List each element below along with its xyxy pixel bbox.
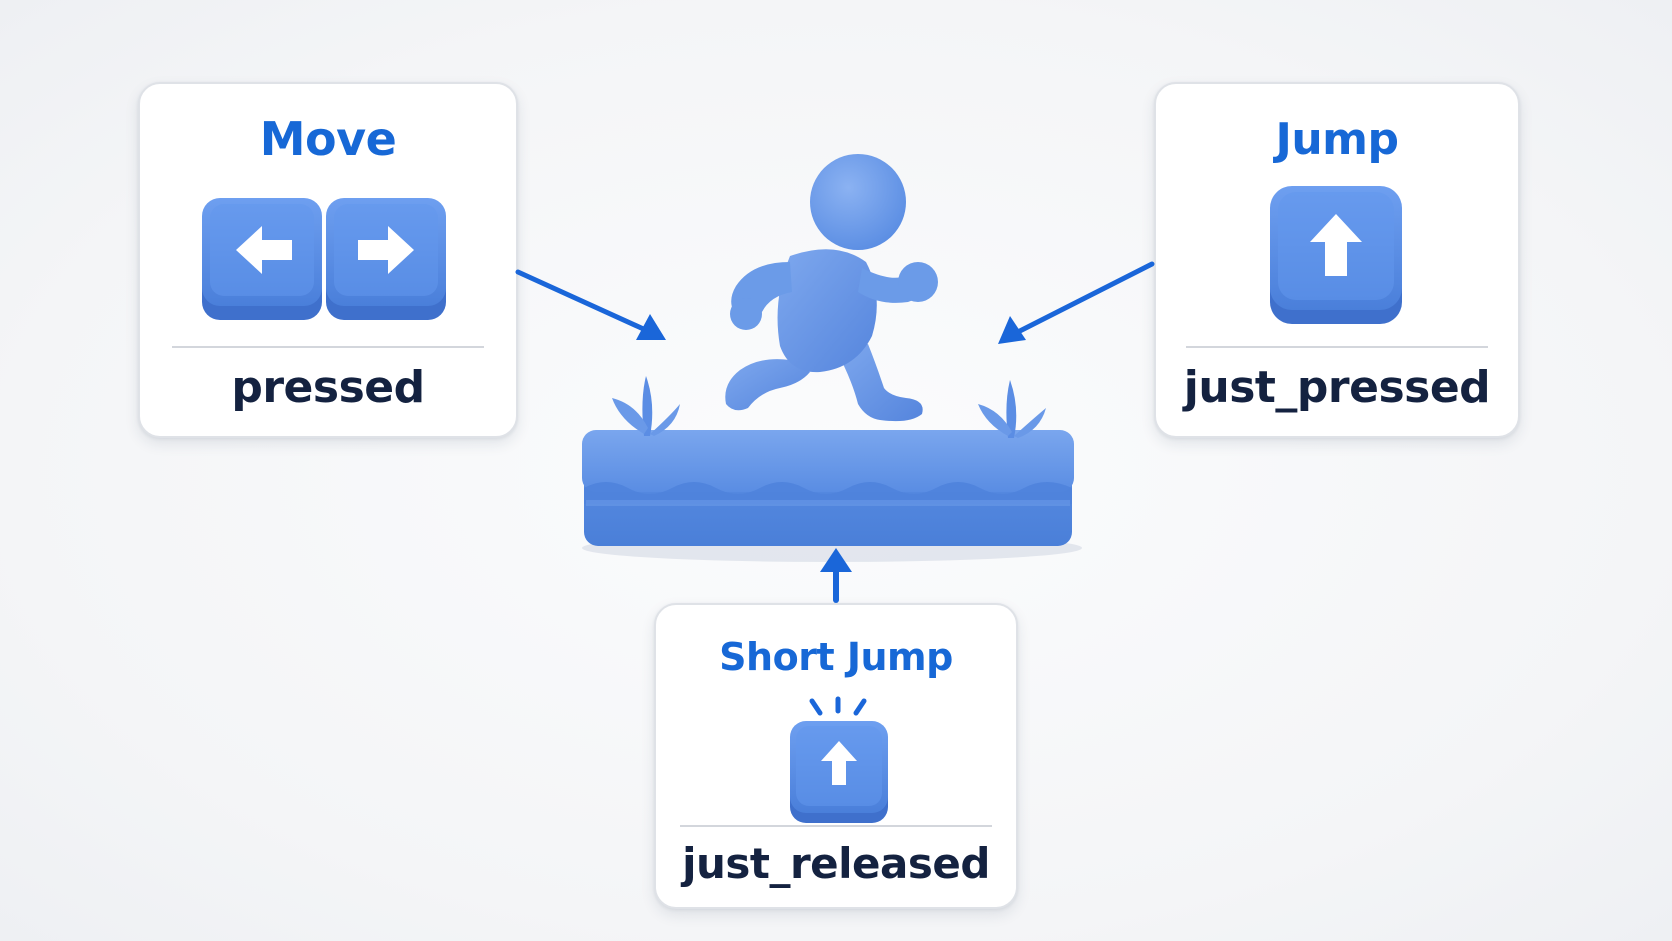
card-title-move: Move [259, 112, 397, 166]
release-burst-icon [809, 696, 867, 716]
move-keys-group [202, 198, 446, 320]
card-title-jump: Jump [1275, 114, 1399, 165]
up-key-small [790, 721, 888, 823]
card-divider [1186, 346, 1488, 348]
arrow-short-jump-to-platform [820, 548, 852, 603]
short-jump-key-group [790, 696, 888, 823]
card-divider [172, 346, 484, 348]
plant-right-icon [978, 380, 1046, 438]
platform [582, 430, 1082, 562]
card-short-jump: Short Jump just_ [654, 603, 1018, 909]
card-divider [680, 825, 992, 827]
up-key [1270, 186, 1402, 324]
card-title-short-jump: Short Jump [719, 635, 953, 679]
arrow-left-icon [236, 226, 292, 274]
arrow-up-icon [821, 741, 857, 785]
arrow-move-to-figure [515, 269, 666, 340]
arrow-up-icon [1310, 214, 1362, 276]
right-key [326, 198, 446, 320]
left-key [202, 198, 322, 320]
arrow-jump-to-figure [998, 261, 1155, 344]
plant-left-icon [612, 376, 680, 436]
card-label-move: pressed [231, 362, 425, 413]
running-figure-icon [725, 154, 938, 422]
card-label-short-jump: just_released [682, 839, 990, 888]
card-jump: Jump just_pressed [1154, 82, 1520, 438]
jump-key-group [1270, 186, 1402, 324]
arrow-right-icon [358, 226, 414, 274]
card-move: Move [138, 82, 518, 438]
card-label-jump: just_pressed [1183, 362, 1491, 413]
